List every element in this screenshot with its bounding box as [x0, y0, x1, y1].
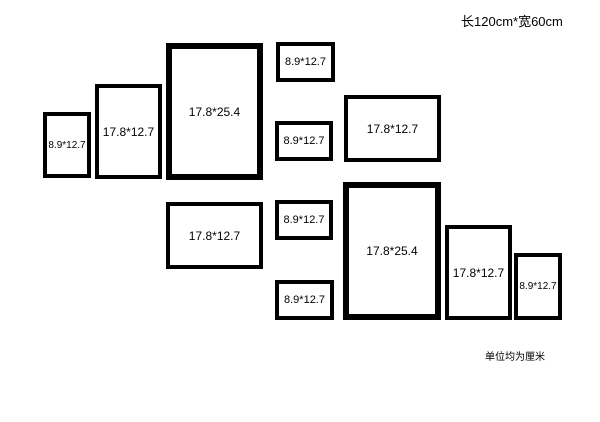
frame-size-label: 8.9*12.7: [283, 214, 325, 226]
photo-frame-8.9x12.7: 8.9*12.7: [43, 112, 91, 178]
photo-frame-8.9x12.7: 8.9*12.7: [276, 42, 335, 82]
photo-frame-8.9x12.7: 8.9*12.7: [275, 121, 333, 161]
photo-frame-17.8x12.7: 17.8*12.7: [95, 84, 162, 179]
photo-frame-8.9x12.7: 8.9*12.7: [275, 280, 334, 320]
frame-size-label: 8.9*12.7: [48, 139, 86, 151]
photo-frame-17.8x12.7: 17.8*12.7: [344, 95, 441, 162]
photo-frame-8.9x12.7: 8.9*12.7: [514, 253, 562, 320]
unit-note: 单位均为厘米: [485, 352, 545, 363]
photo-frame-8.9x12.7: 8.9*12.7: [275, 200, 333, 240]
overall-dimensions-label: 长120cm*宽60cm: [461, 14, 563, 29]
frame-size-label: 17.8*12.7: [366, 121, 419, 136]
photo-frame-17.8x12.7: 17.8*12.7: [445, 225, 512, 320]
photo-frame-17.8x12.7: 17.8*12.7: [166, 202, 263, 269]
photo-frame-17.8x25.4: 17.8*25.4: [166, 43, 263, 180]
frame-size-label: 17.8*25.4: [188, 104, 241, 119]
frame-size-label: 17.8*12.7: [188, 228, 241, 243]
frame-size-label: 8.9*12.7: [284, 294, 325, 306]
frame-size-label: 8.9*12.7: [519, 281, 557, 292]
frame-size-label: 17.8*12.7: [102, 124, 155, 139]
frame-size-label: 8.9*12.7: [285, 56, 326, 68]
frame-size-label: 8.9*12.7: [283, 135, 325, 147]
frame-size-label: 17.8*25.4: [366, 244, 418, 258]
frame-size-label: 17.8*12.7: [452, 265, 505, 280]
photo-frame-17.8x25.4: 17.8*25.4: [343, 182, 441, 320]
